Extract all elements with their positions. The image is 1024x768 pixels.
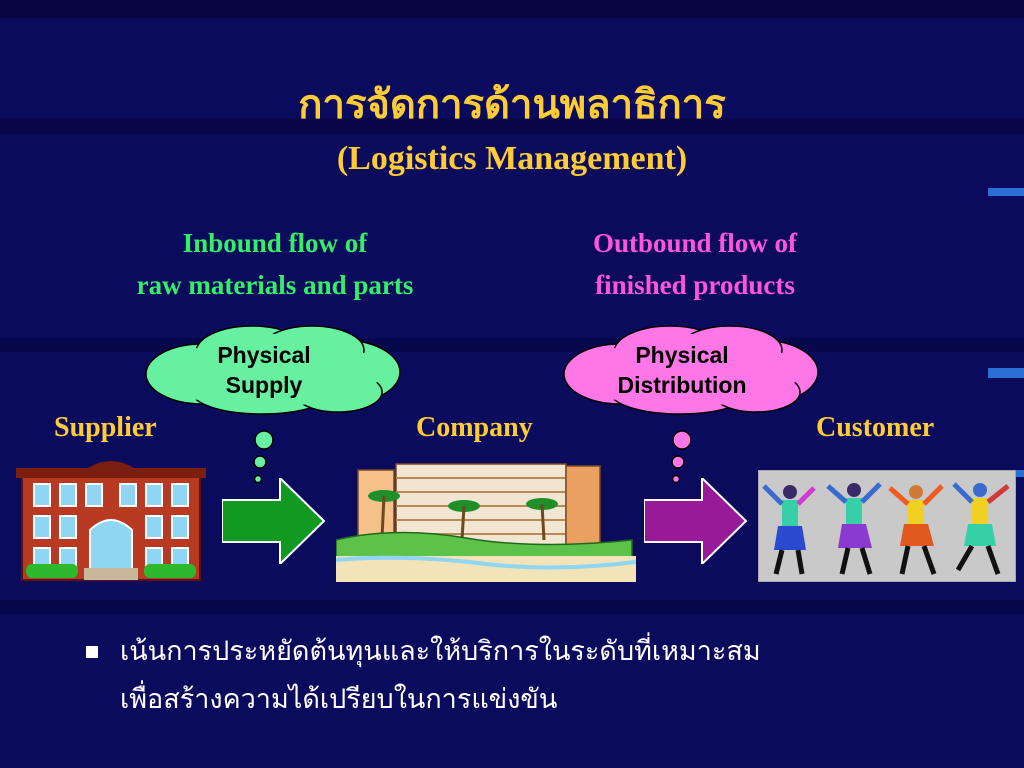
inbound-line-2: raw materials and parts bbox=[136, 270, 414, 300]
title-english: (Logistics Management) bbox=[336, 140, 688, 177]
supplier-label: Supplier bbox=[54, 412, 157, 443]
distribution-cloud-label: Physical Distribution bbox=[560, 340, 804, 400]
bullet-line-2: เพื่อสร้างความได้เปรียบในการแข่งขัน bbox=[120, 684, 558, 715]
supply-cloud-line-1: Physical bbox=[217, 342, 311, 368]
outbound-line-2: finished products bbox=[595, 270, 795, 300]
physical-distribution-cloud: Physical Distribution bbox=[560, 322, 824, 488]
bullet-text: เน้นการประหยัดต้นทุนและให้บริการในระดับท… bbox=[120, 628, 960, 724]
title-thai: การจัดการด้านพลาธิการ bbox=[298, 81, 726, 128]
dancing-people-icon bbox=[758, 470, 1016, 582]
bg-accent-tick bbox=[988, 368, 1024, 378]
supply-cloud-shape bbox=[145, 325, 401, 484]
customer-label: Customer bbox=[816, 412, 935, 443]
bg-stripe bbox=[0, 600, 1024, 614]
outbound-flow-label: Outbound flow of finished products bbox=[540, 222, 850, 306]
bullet-line-1: เน้นการประหยัดต้นทุนและให้บริการในระดับท… bbox=[120, 636, 761, 667]
outbound-arrow bbox=[644, 478, 748, 564]
bg-accent-tick bbox=[988, 188, 1024, 196]
distribution-cloud-line-1: Physical bbox=[635, 342, 729, 368]
distribution-cloud-shape bbox=[563, 325, 819, 484]
inbound-flow-label: Inbound flow of raw materials and parts bbox=[90, 222, 460, 306]
resort-hotel-icon bbox=[336, 463, 636, 582]
supply-cloud-label: Physical Supply bbox=[142, 340, 386, 400]
company-label: Company bbox=[416, 412, 533, 443]
physical-supply-cloud: Physical Supply bbox=[142, 322, 406, 488]
distribution-cloud-line-2: Distribution bbox=[617, 372, 747, 398]
outbound-line-1: Outbound flow of bbox=[592, 228, 798, 258]
bg-stripe bbox=[0, 0, 1024, 18]
brick-building-icon bbox=[16, 461, 206, 581]
inbound-line-1: Inbound flow of bbox=[182, 228, 368, 258]
bullet-square-icon bbox=[86, 646, 98, 658]
inbound-arrow bbox=[222, 478, 326, 564]
bg-stripe bbox=[0, 118, 1024, 134]
supply-cloud-line-2: Supply bbox=[225, 372, 303, 398]
